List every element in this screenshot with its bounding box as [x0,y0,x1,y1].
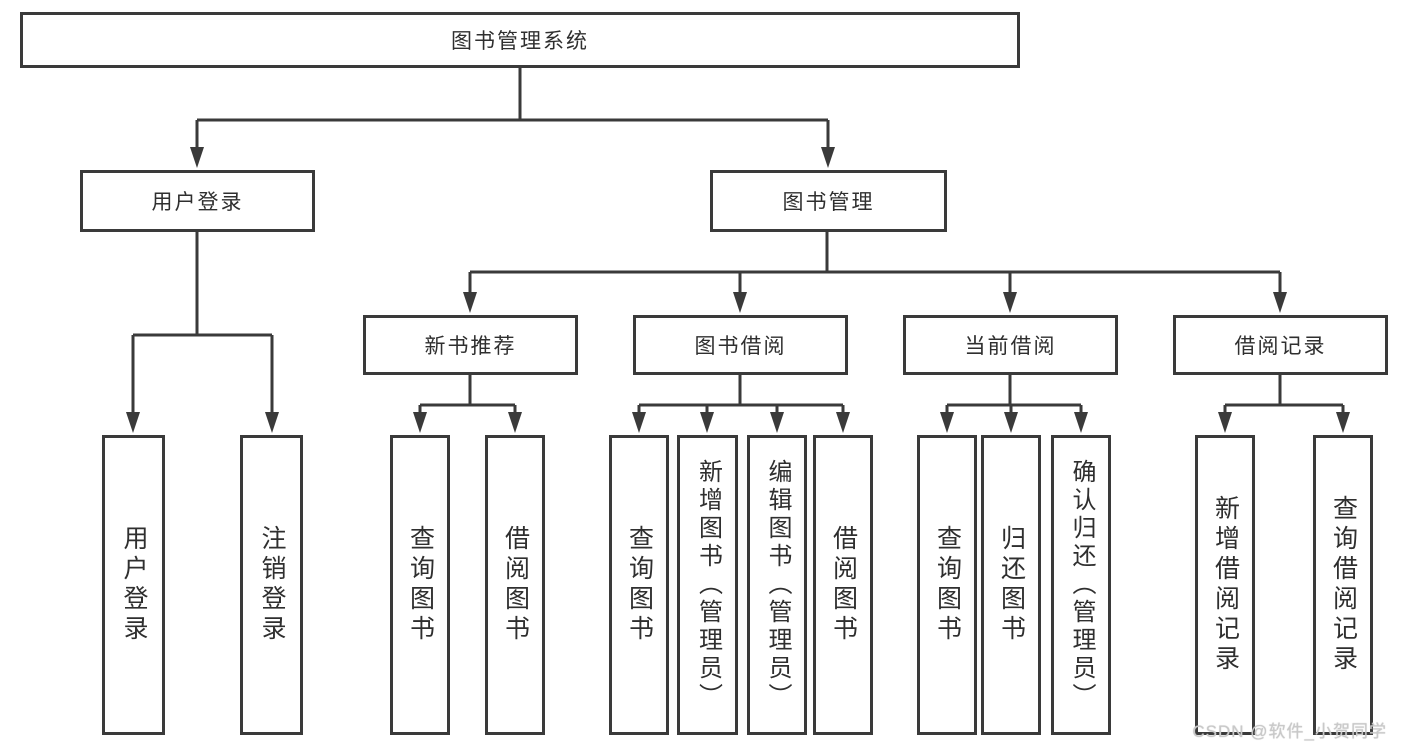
node-current-borrow: 当前借阅 [903,315,1118,375]
connector-bookmgmt-to-level3 [468,232,1282,295]
node-label: 当前借阅 [964,335,1057,358]
leaf-records-add-record: 新增借阅记录 [1195,435,1255,735]
node-label: 借阅记录 [1234,335,1327,358]
leaf-borrow-query-books: 查询图书 [609,435,669,735]
connector-borrow-to-leaves [637,375,845,415]
node-label: 新增借阅记录 [1211,495,1240,675]
node-label: 图书借阅 [694,335,787,358]
node-book-management: 图书管理 [710,170,947,232]
node-label: 图书管理 [782,191,875,214]
connector-root-to-level2 [195,68,830,150]
node-new-book-recommend: 新书推荐 [363,315,578,375]
connector-current-to-leaves [945,375,1083,415]
leaf-records-query-record: 查询借阅记录 [1313,435,1373,735]
node-label: 查询图书 [933,525,962,645]
node-label: 查询图书 [625,525,654,645]
node-label: 归还图书 [997,525,1026,645]
node-borrow-records: 借阅记录 [1173,315,1388,375]
node-label: 新书推荐 [424,335,517,358]
node-label: 注销登录 [258,525,286,645]
node-library-management-system: 图书管理系统 [20,12,1020,68]
node-label: 新增图书（管理员） [694,459,722,711]
leaf-borrow-add-books-admin: 新增图书（管理员） [677,435,738,735]
node-label: 确认归还（管理员） [1068,459,1095,711]
node-label: 编辑图书（管理员） [764,459,791,711]
node-label: 查询图书 [406,525,435,645]
leaf-current-query-books: 查询图书 [917,435,977,735]
leaf-borrow-edit-books-admin: 编辑图书（管理员） [747,435,807,735]
leaf-user-login: 用户登录 [102,435,165,735]
node-user-login: 用户登录 [80,170,315,232]
leaf-current-return-books: 归还图书 [981,435,1041,735]
node-label: 借阅图书 [829,525,858,645]
node-book-borrow: 图书借阅 [633,315,848,375]
connector-records-to-leaves [1223,375,1345,415]
connector-userlogin-to-leaves [131,232,274,415]
leaf-logout-login: 注销登录 [240,435,303,735]
leaf-borrow-borrow-books: 借阅图书 [813,435,873,735]
connector-newbook-to-leaves [418,375,517,415]
node-label: 查询借阅记录 [1329,495,1358,675]
leaf-current-confirm-return-admin: 确认归还（管理员） [1051,435,1111,735]
node-label: 用户登录 [120,525,148,645]
watermark: CSDN @软件_小贺同学 [1192,722,1387,741]
node-label: 借阅图书 [501,525,530,645]
leaf-newbook-borrow-books: 借阅图书 [485,435,545,735]
node-label: 图书管理系统 [451,30,589,53]
leaf-newbook-query-books: 查询图书 [390,435,450,735]
node-label: 用户登录 [151,191,244,214]
